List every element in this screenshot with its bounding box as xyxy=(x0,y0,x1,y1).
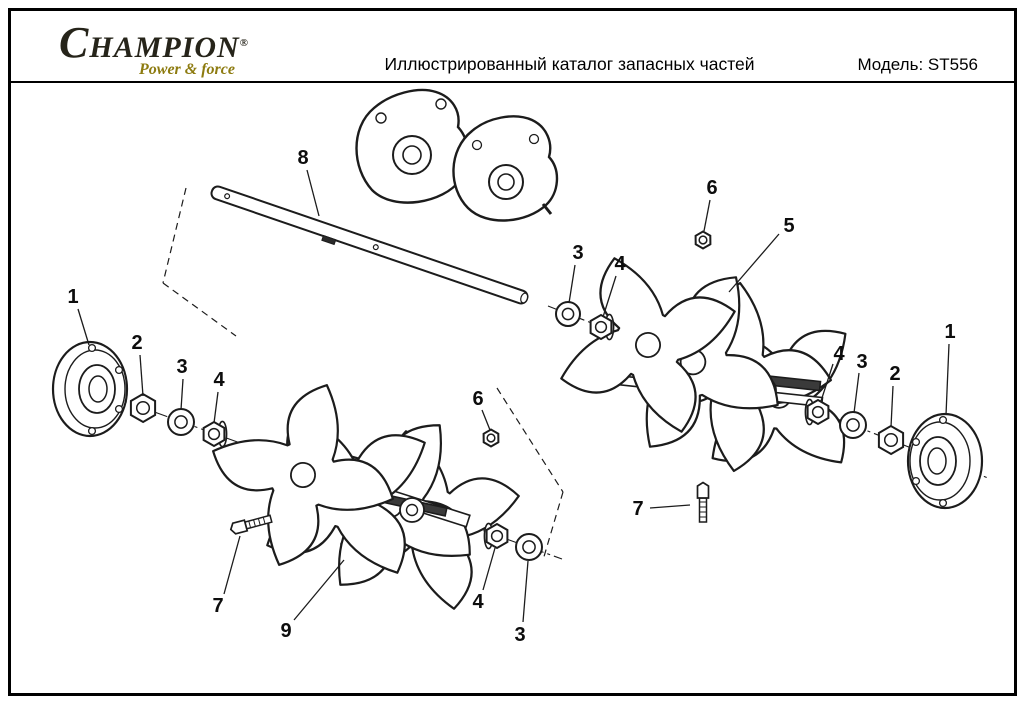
callout-3: 3 xyxy=(176,356,187,378)
brand-tagline: Power & force xyxy=(139,61,235,78)
callout-2: 2 xyxy=(131,332,142,354)
gearbox-housings xyxy=(355,88,559,222)
header: CHAMPION® Power & force Иллюстрированный… xyxy=(11,11,1014,83)
registered-mark: ® xyxy=(239,37,249,49)
callout-3: 3 xyxy=(514,624,525,646)
callout-9: 9 xyxy=(280,620,291,642)
brand-wordmark: CHAMPION® xyxy=(59,21,311,65)
right-tine-assembly-part-5 xyxy=(560,257,847,473)
callout-1: 1 xyxy=(67,286,78,308)
callout-4: 4 xyxy=(614,253,626,275)
callout-4: 4 xyxy=(833,343,845,365)
fasteners-and-hubs xyxy=(51,230,984,561)
callout-1: 1 xyxy=(944,321,955,343)
callout-7: 7 xyxy=(212,595,223,617)
callout-6: 6 xyxy=(472,388,483,410)
champion-logo: CHAMPION® Power & force xyxy=(59,21,311,79)
callout-8: 8 xyxy=(297,147,308,169)
callout-2: 2 xyxy=(889,363,900,385)
tine-shaft-part-8 xyxy=(210,185,529,305)
callout-7: 7 xyxy=(632,498,643,520)
model-label: Модель: ST556 xyxy=(857,55,978,74)
catalog-page: CHAMPION® Power & force Иллюстрированный… xyxy=(8,8,1017,696)
brand-rest: HAMPION xyxy=(89,31,240,64)
callout-6: 6 xyxy=(706,177,717,199)
page-title: Иллюстрированный каталог запасных частей xyxy=(384,54,755,74)
brand-initial: C xyxy=(59,18,90,67)
left-tine-assembly-part-9 xyxy=(212,384,520,610)
callout-3: 3 xyxy=(572,242,583,264)
callout-5: 5 xyxy=(783,215,794,237)
callout-4: 4 xyxy=(213,369,225,391)
callout-3: 3 xyxy=(856,351,867,373)
callout-4: 4 xyxy=(472,591,484,613)
